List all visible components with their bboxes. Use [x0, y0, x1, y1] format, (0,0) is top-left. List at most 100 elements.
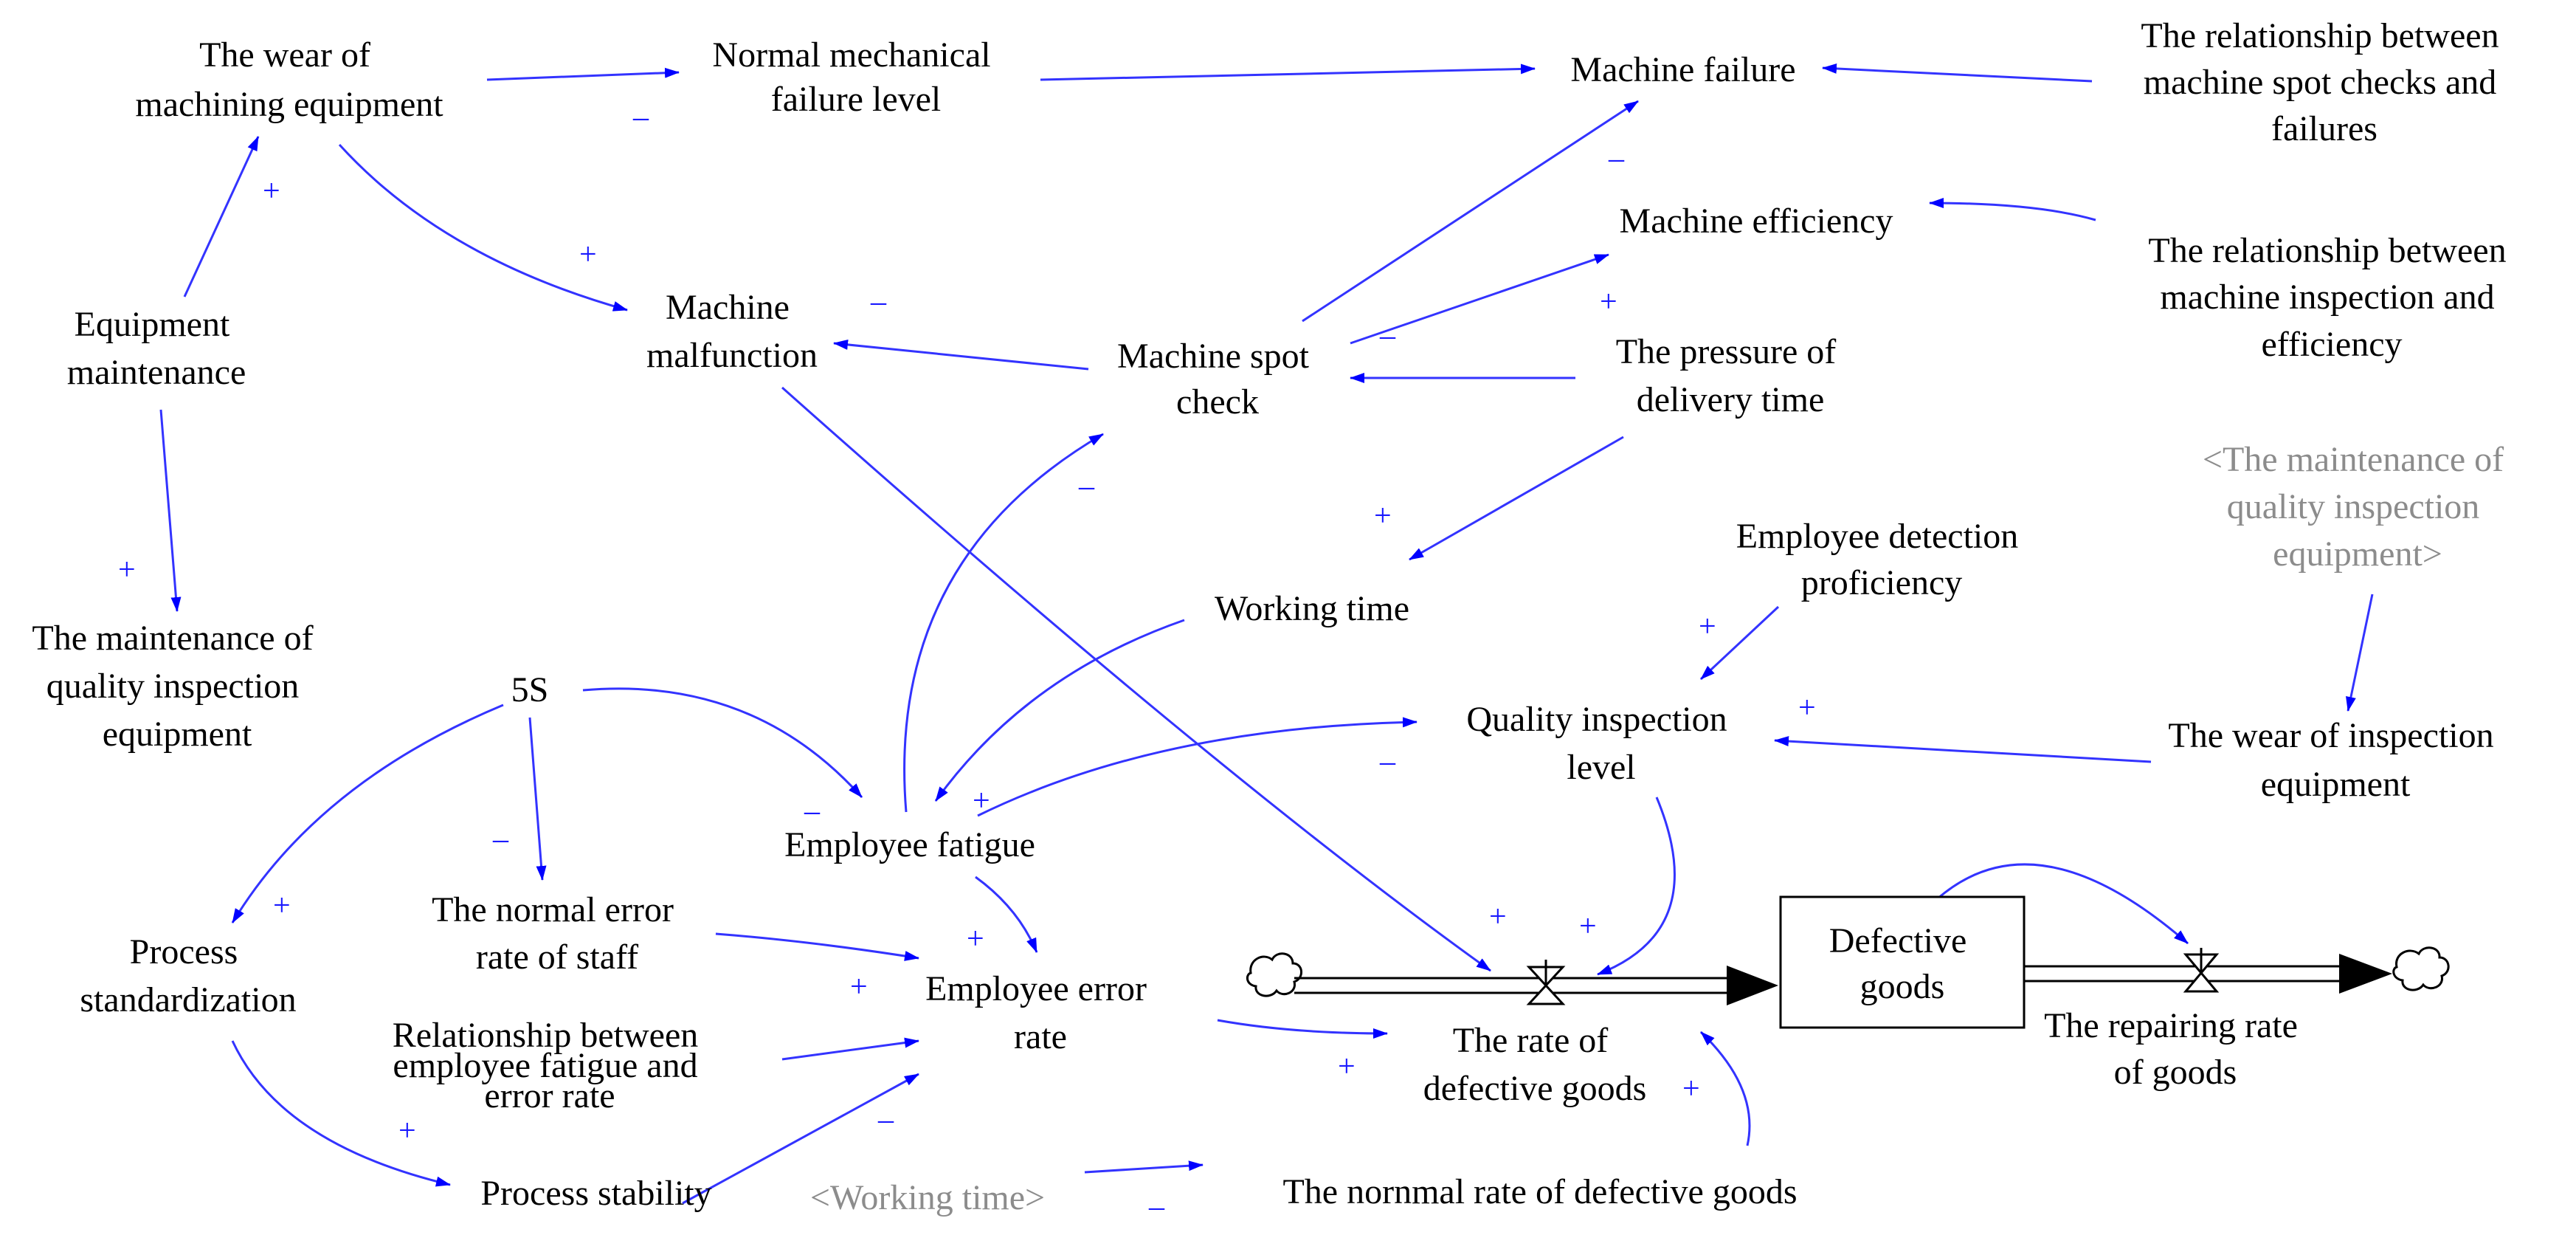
link-fatigue-to-spot-check	[903, 433, 1104, 813]
var-line: error rate	[484, 1076, 615, 1115]
link-pressure-to-working-time	[1409, 436, 1624, 561]
link-shadow-working-time-to-normal-rate	[1084, 1160, 1204, 1174]
link-wear-to-malfunction	[338, 143, 628, 312]
stock-flow-structure	[1246, 895, 2450, 1029]
var-line: machine inspection and	[2160, 278, 2494, 317]
var-line: The rate of	[1453, 1021, 1609, 1060]
polarity-minus: –	[1379, 319, 1396, 353]
var-employee-detection-proficiency: Employee detection proficiency	[1736, 517, 2028, 602]
polarity-plus: +	[1699, 610, 1716, 644]
polarity-plus: +	[967, 922, 984, 956]
var-line: failure level	[771, 80, 942, 119]
var-line: equipment	[2261, 765, 2411, 804]
var-shadow-maintenance-qi-equipment: <The maintenance of quality inspection e…	[2203, 440, 2513, 574]
polarity-plus: +	[1374, 499, 1392, 533]
link-shadow-maint-to-wear-inspection	[2346, 594, 2374, 712]
var-normal-error-rate-staff: The normal error rate of staff	[432, 890, 683, 977]
polarity-plus: +	[1489, 900, 1507, 934]
var-repairing-rate-goods: The repairing rate of goods	[2044, 1006, 2307, 1092]
var-line: standardization	[80, 980, 296, 1019]
polarity-signs: – – – – – – – – – – + + + + + + + + + + …	[118, 100, 1816, 1224]
var-line: level	[1567, 748, 1635, 787]
var-line: Machine efficiency	[1620, 202, 1893, 241]
var-machine-spot-check: Machine spot check	[1117, 337, 1318, 422]
var-line: goods	[1860, 967, 1945, 1006]
polarity-minus: –	[877, 1103, 894, 1137]
link-normal-error-to-error-rate	[715, 932, 919, 961]
link-5s-to-process-std	[231, 703, 504, 923]
link-stock-to-repairing-rate	[1936, 863, 2189, 945]
var-line: malfunction	[646, 336, 818, 375]
polarity-plus: +	[1600, 285, 1617, 319]
var-line: maintenance	[67, 353, 246, 392]
var-machine-efficiency: Machine efficiency	[1620, 202, 1893, 241]
var-pressure-delivery-time: The pressure of delivery time	[1616, 332, 1845, 419]
link-5s-to-fatigue	[582, 687, 863, 799]
polarity-plus: +	[1579, 909, 1597, 943]
var-line: defective goods	[1423, 1069, 1647, 1108]
var-working-time: Working time	[1215, 589, 1409, 628]
polarity-minus: –	[1148, 1190, 1165, 1224]
var-maintenance-qi-equipment: The maintenance of quality inspection eq…	[32, 619, 322, 754]
polarity-minus: –	[804, 794, 821, 828]
var-line: Working time	[1215, 589, 1409, 628]
var-rel-inspection-efficiency: The relationship between machine inspect…	[2148, 231, 2515, 364]
polarity-plus: +	[398, 1114, 416, 1148]
link-spot-check-to-failure	[1302, 100, 1639, 323]
var-machine-failure: Machine failure	[1570, 50, 1795, 89]
inflow-arrowhead	[1727, 966, 1778, 1005]
var-line: Relationship between	[393, 1016, 699, 1055]
link-wear-to-normal-failure	[486, 67, 680, 81]
polarity-minus: –	[1078, 469, 1095, 503]
var-line: The wear of	[199, 35, 370, 75]
var-line: Defective	[1829, 921, 1967, 960]
link-maintenance-to-wear	[183, 136, 260, 297]
link-process-std-to-stability	[231, 1040, 451, 1187]
var-shadow-working-time: <Working time>	[810, 1178, 1045, 1217]
var-line: equipment>	[2273, 534, 2442, 574]
causal-links	[159, 63, 2374, 1205]
polarity-plus: +	[1338, 1050, 1356, 1084]
link-fatigue-to-qi-level	[977, 717, 1418, 817]
link-normal-failure-to-machine-failure	[1040, 63, 1536, 81]
var-line: The pressure of	[1616, 332, 1837, 371]
polarity-plus: +	[973, 784, 990, 818]
var-line: Process stability	[480, 1174, 711, 1213]
var-line: rate	[1014, 1017, 1067, 1056]
link-spot-check-to-malfunction	[833, 339, 1089, 371]
var-line: of goods	[2114, 1053, 2237, 1092]
var-line: proficiency	[1801, 563, 1963, 602]
var-line: machine spot checks and	[2144, 63, 2497, 102]
link-fatigue-to-error-rate	[975, 875, 1038, 953]
var-process-stability: Process stability	[480, 1174, 711, 1213]
var-line: Employee detection	[1736, 517, 2019, 556]
polarity-minus: –	[1379, 745, 1396, 779]
var-line: <Working time>	[810, 1178, 1045, 1217]
link-spot-check-to-efficiency	[1350, 253, 1609, 345]
var-employee-error-rate: Employee error rate	[925, 969, 1156, 1056]
var-line: The repairing rate	[2044, 1006, 2298, 1045]
var-equipment-maintenance: Equipment maintenance	[67, 305, 246, 392]
var-normal-rate-defective-goods: The nornmal rate of defective goods	[1282, 1172, 1797, 1211]
var-line: The maintenance of	[32, 619, 313, 658]
var-normal-mechanical-failure: Normal mechanical failure level	[712, 35, 999, 119]
var-line: rate of staff	[476, 938, 638, 977]
var-line: check	[1176, 382, 1259, 422]
var-line: failures	[2271, 109, 2378, 148]
cloud-sink-icon	[2392, 946, 2450, 991]
var-line: Employee error	[925, 969, 1147, 1008]
var-employee-fatigue: Employee fatigue	[784, 825, 1035, 864]
var-quality-inspection-level: Quality inspection level	[1466, 700, 1736, 787]
polarity-plus: +	[850, 970, 868, 1004]
variables: The wear of machining equipment Normal m…	[32, 16, 2515, 1217]
var-line: Employee fatigue	[784, 825, 1035, 864]
var-line: quality inspection	[46, 667, 300, 706]
var-line: Machine	[666, 288, 790, 327]
outflow-arrowhead	[2339, 954, 2392, 994]
link-rel-spot-failure-to-machine-failure	[1822, 63, 2093, 83]
link-working-time-to-fatigue	[934, 619, 1185, 802]
var-line: Machine spot	[1117, 337, 1310, 376]
link-detection-to-qi-level	[1699, 605, 1780, 681]
var-line: delivery time	[1637, 380, 1825, 419]
var-line: 5S	[511, 670, 549, 709]
